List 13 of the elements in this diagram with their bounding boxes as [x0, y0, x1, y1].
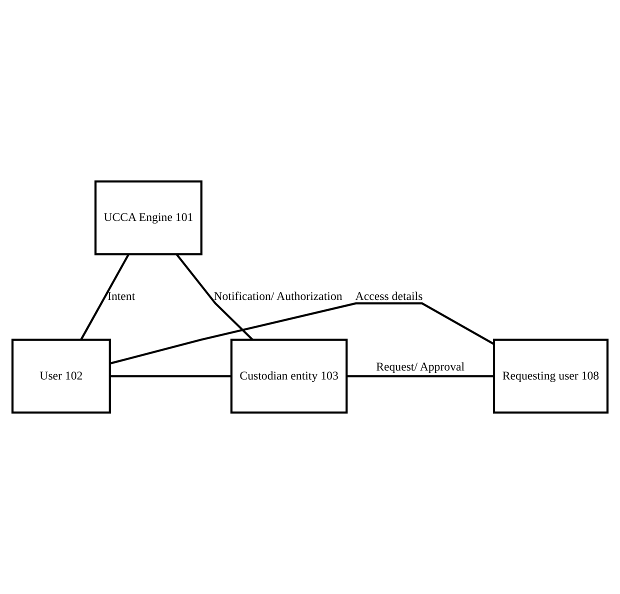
connector: [346, 375, 494, 378]
edge-label: Intent: [108, 289, 136, 304]
connector: [80, 254, 130, 340]
node-box: Custodian entity 103: [230, 338, 348, 414]
edge-label: Request/ Approval: [376, 359, 465, 374]
node-box: Requesting user 108: [492, 338, 609, 414]
node-box: UCCA Engine 101: [94, 180, 202, 256]
node-box: User 102: [11, 338, 111, 414]
connector: [176, 254, 254, 341]
connector: [110, 302, 494, 364]
connector: [110, 375, 232, 378]
edge-label: Access details: [355, 289, 423, 304]
edge-label: Notification/ Authorization: [214, 289, 342, 304]
